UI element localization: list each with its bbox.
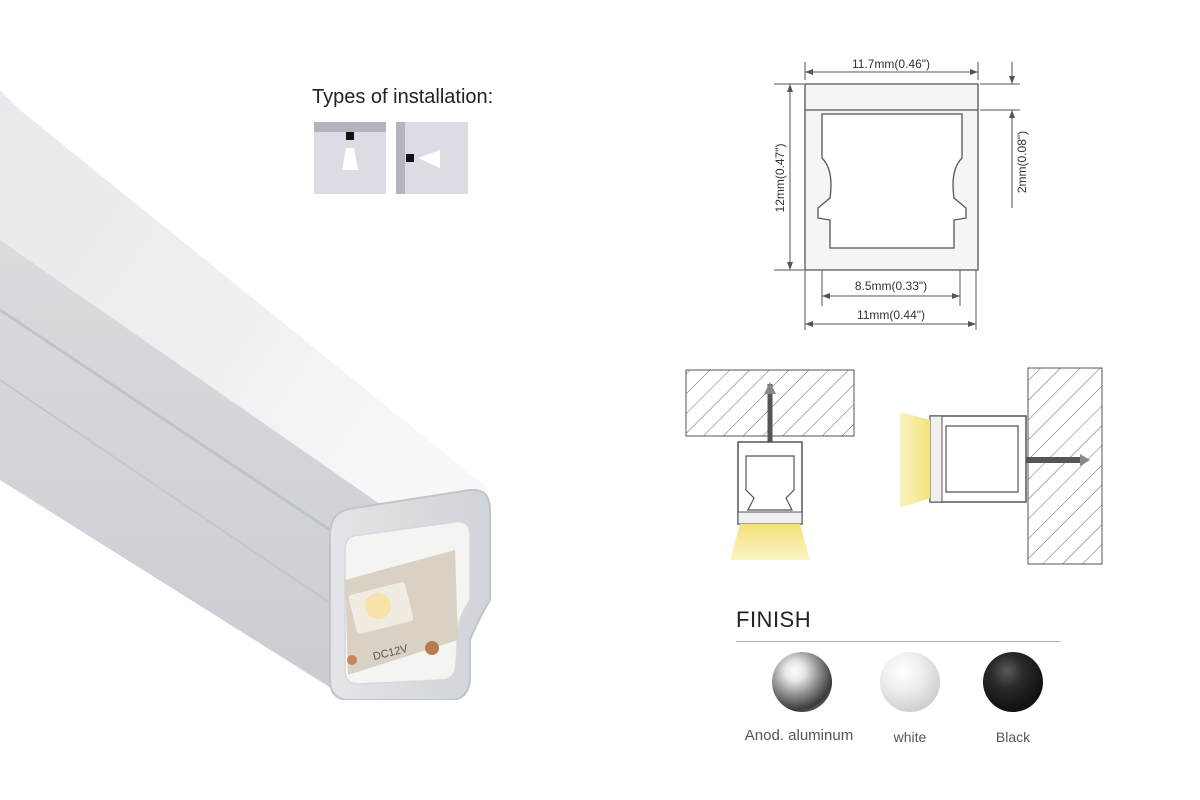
finish-swatch-white[interactable] — [880, 652, 940, 712]
dimension-lip: 2mm(0.08") — [1015, 131, 1029, 193]
product-photo: DC12V — [0, 90, 491, 700]
finish-title: FINISH — [736, 607, 812, 632]
finish-swatch-aluminum[interactable] — [772, 652, 832, 712]
dimension-inner-width: 8.5mm(0.33") — [855, 279, 927, 293]
installation-type-icons — [314, 122, 468, 194]
finish-divider — [736, 641, 1060, 642]
finish-swatch-black[interactable] — [983, 652, 1043, 712]
ceiling-mount-drawing — [685, 369, 855, 560]
finish-label-black: Black — [995, 729, 1031, 745]
dimension-top-width: 11.7mm(0.46") — [852, 57, 930, 71]
profile-dimension-drawing: 11.7mm(0.46") 12mm(0.47") 2mm(0.08") 8.5… — [773, 57, 1029, 330]
finish-label-white: white — [893, 729, 927, 745]
light-beam — [900, 412, 930, 508]
led-emitter — [365, 593, 391, 619]
profile-cross-section — [817, 113, 967, 249]
dimension-height: 12mm(0.47") — [773, 144, 787, 213]
ceiling-mount-icon — [314, 122, 386, 194]
profile-top-surface — [0, 90, 490, 525]
wall-mount-drawing — [900, 367, 1103, 565]
finish-label-aluminum: Anod. aluminum — [744, 727, 854, 744]
wall-mount-icon — [396, 122, 468, 194]
profile-side-surface — [0, 240, 410, 700]
installation-title: Types of installation: — [312, 86, 494, 108]
dimension-outer-width: 11mm(0.44") — [857, 308, 925, 322]
light-beam — [730, 524, 810, 560]
